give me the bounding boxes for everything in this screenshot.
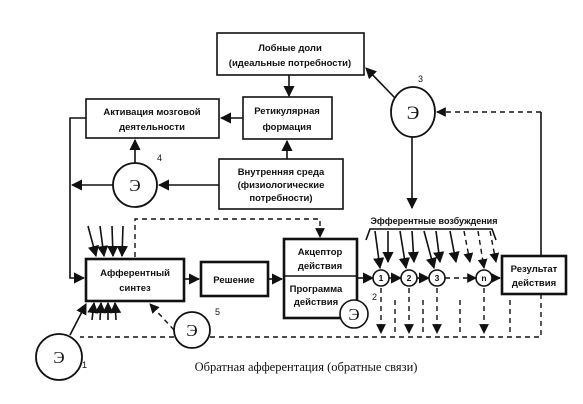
svg-text:Э: Э — [53, 348, 64, 367]
result-title: Результат — [511, 264, 558, 275]
efferent-excitations: Эфферентные возбуждения 1 2 3 n — [365, 216, 500, 287]
internal-environment-block: Внутренняя среда (физиологические потреб… — [218, 158, 344, 210]
activation-subtitle: деятельности — [119, 122, 185, 133]
efferent-label: Эфферентные возбуждения — [371, 216, 498, 226]
svg-text:Э: Э — [129, 176, 140, 195]
internal-line2: (физиологические — [238, 180, 325, 191]
frontal-lobes-title: Лобные доли — [258, 43, 322, 54]
diagram-caption: Обратная афферентация (обратные связи) — [195, 360, 418, 374]
efferent-node-2: 2 — [400, 269, 418, 287]
emotion-number-3: 3 — [418, 74, 423, 84]
internal-line3: потребности) — [249, 193, 312, 204]
result-block: Результат действия — [500, 254, 568, 296]
program-title: Программа — [290, 284, 343, 295]
emotion-circle-4: Э 4 — [112, 153, 162, 208]
decision-block: Решение — [199, 260, 270, 298]
svg-text:Э: Э — [186, 321, 197, 340]
emotion-circle-2: Э 2 — [339, 292, 377, 329]
activation-title: Активация мозговой — [103, 107, 200, 118]
reticular-title: Ретикулярная — [254, 106, 320, 117]
svg-text:2: 2 — [407, 273, 412, 283]
efferent-node-n: n — [475, 269, 493, 287]
emotion-number-4: 4 — [157, 153, 162, 163]
afferent-subtitle: синтез — [119, 283, 151, 294]
decision-label: Решение — [213, 275, 254, 286]
emotion-number-2: 2 — [372, 292, 377, 302]
reticular-subtitle: формация — [262, 122, 311, 133]
activation-block: Активация мозговой деятельности — [85, 98, 220, 139]
svg-text:Э: Э — [348, 305, 359, 324]
result-subtitle: действия — [512, 278, 556, 289]
afferent-title: Афферентный — [100, 268, 170, 279]
dashed-connections — [80, 107, 542, 338]
efferent-node-3: 3 — [428, 269, 446, 287]
program-subtitle: действия — [294, 297, 338, 308]
internal-title: Внутренняя среда — [238, 167, 325, 178]
acceptor-subtitle: действия — [298, 261, 342, 272]
emotion-number-5: 5 — [215, 307, 220, 317]
afferent-synthesis-block: Афферентный синтез — [84, 257, 186, 303]
frontal-lobes-subtitle: (идеальные потребности) — [229, 58, 351, 69]
svg-text:Э: Э — [407, 103, 420, 124]
emotion-number-1: 1 — [82, 360, 87, 370]
svg-text:1: 1 — [379, 273, 384, 283]
reticular-block: Ретикулярная формация — [242, 96, 333, 140]
solid-connections — [69, 67, 542, 336]
svg-text:3: 3 — [435, 273, 440, 283]
acceptor-title: Акцептор — [298, 247, 343, 258]
efferent-node-1: 1 — [372, 269, 390, 287]
emotion-circle-3: Э 3 — [390, 74, 436, 138]
svg-text:n: n — [481, 273, 486, 283]
emotion-circle-1: Э 1 — [35, 333, 87, 381]
emotion-circle-5: Э 5 — [173, 307, 220, 349]
frontal-lobes-block: Лобные доли (идеальные потребности) — [216, 32, 365, 76]
